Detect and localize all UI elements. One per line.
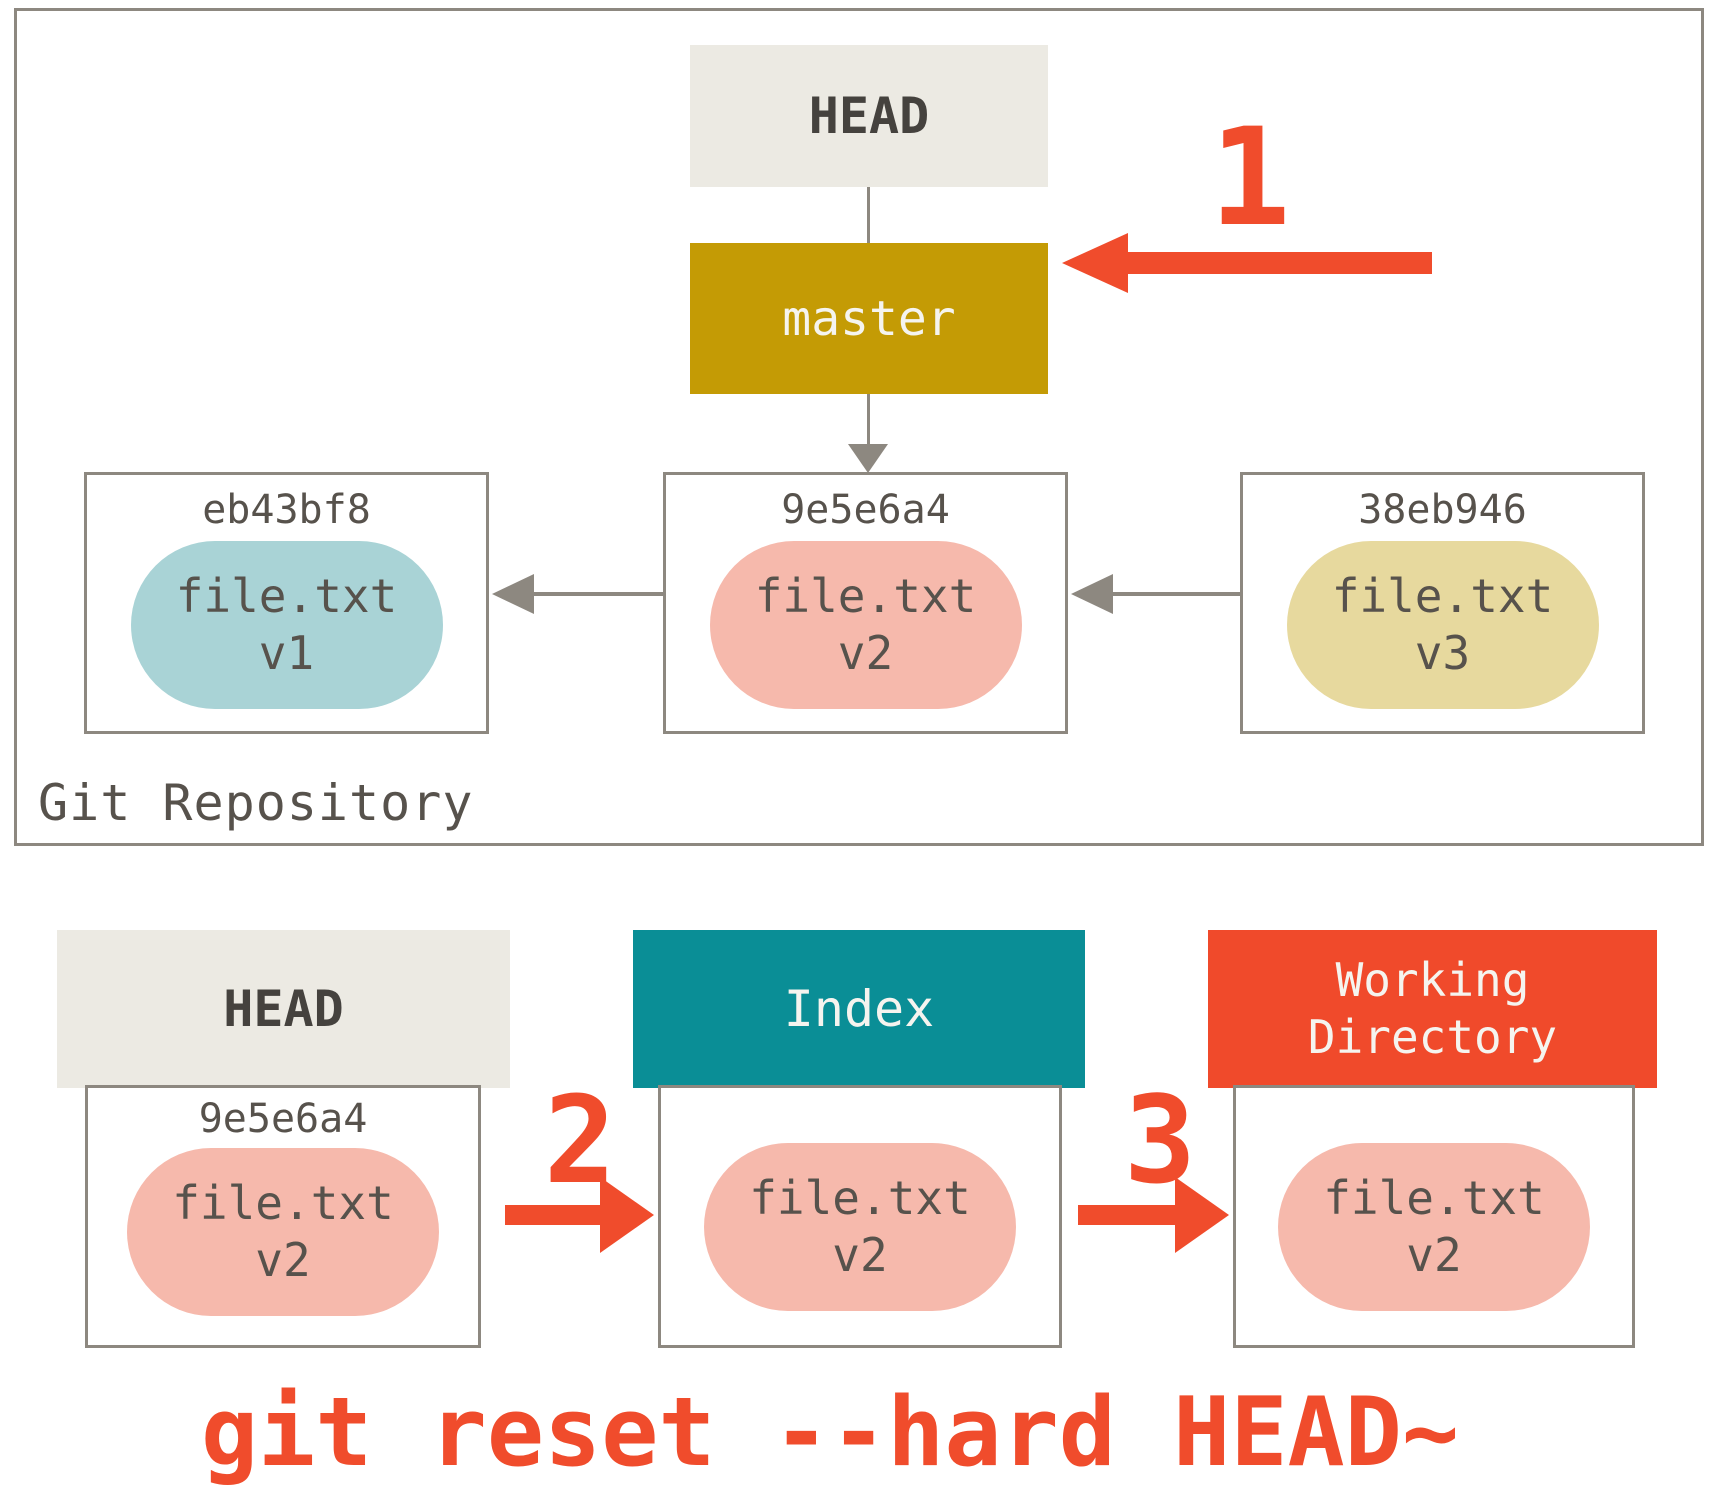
blob-filename: file.txt (175, 569, 398, 623)
workdir-blob-file: file.txt v2 (1278, 1143, 1590, 1311)
working-directory-header: Working Directory (1208, 930, 1657, 1088)
head-area-header: HEAD (57, 930, 510, 1088)
step1-number: 1 (1209, 99, 1291, 256)
commit-hash: eb43bf8 (202, 487, 371, 533)
commit2-to-commit1-arrow-shaft (530, 592, 663, 596)
commit-box-38eb946: 38eb946 file.txt v3 (1240, 472, 1645, 734)
blob-filename: file.txt (172, 1176, 394, 1230)
step3-arrow-shaft (1078, 1205, 1175, 1225)
working-directory-title-line1: Working (1335, 953, 1530, 1007)
commit3-to-commit2-arrow-shaft (1109, 592, 1240, 596)
blob-file-v2: file.txt v2 (709, 541, 1022, 709)
step2-arrow-right-icon (600, 1177, 654, 1253)
commit-hash: 9e5e6a4 (781, 487, 950, 533)
blob-version: v2 (832, 1228, 888, 1282)
working-directory-title-line2: Directory (1307, 1010, 1558, 1064)
blob-filename: file.txt (749, 1171, 971, 1225)
head-blob-file: file.txt v2 (127, 1148, 439, 1316)
blob-version: v2 (1406, 1228, 1462, 1282)
master-to-commit-arrow-head-icon (848, 444, 888, 473)
head-area-content-box: 9e5e6a4 file.txt v2 (85, 1085, 481, 1348)
blob-version: v2 (255, 1233, 311, 1287)
blob-file-v3: file.txt v3 (1286, 541, 1599, 709)
working-directory-content-box: file.txt v2 (1233, 1085, 1635, 1348)
commit-box-eb43bf8: eb43bf8 file.txt v1 (84, 472, 489, 734)
head-ref-label: HEAD (808, 87, 930, 145)
master-branch-label: master (782, 290, 956, 347)
master-branch-box: master (690, 243, 1048, 394)
blob-version: v1 (258, 626, 315, 680)
head-area-title: HEAD (223, 980, 344, 1038)
index-area-title: Index (783, 980, 935, 1038)
step1-arrow-left-icon (1062, 233, 1128, 293)
blob-filename: file.txt (754, 569, 977, 623)
step3-number: 3 (1123, 1072, 1197, 1211)
blob-file-v1: file.txt v1 (130, 541, 443, 709)
blob-filename: file.txt (1331, 569, 1554, 623)
head-commit-hash: 9e5e6a4 (198, 1096, 368, 1142)
git-command-caption: git reset --hard HEAD~ (200, 1378, 1460, 1488)
commit2-to-commit1-arrow-left-icon (492, 574, 534, 614)
index-blob-file: file.txt v2 (704, 1143, 1016, 1311)
git-repository-label: Git Repository (38, 774, 474, 832)
index-area-header: Index (633, 930, 1085, 1088)
commit3-to-commit2-arrow-left-icon (1071, 574, 1113, 614)
step2-number: 2 (543, 1072, 617, 1211)
step1-arrow-shaft (1126, 252, 1432, 274)
head-ref-box: HEAD (690, 45, 1048, 187)
blob-filename: file.txt (1323, 1171, 1545, 1225)
master-to-commit-arrow-shaft (867, 394, 870, 446)
blob-version: v2 (837, 626, 894, 680)
blob-version: v3 (1414, 626, 1471, 680)
step3-arrow-right-icon (1175, 1177, 1229, 1253)
head-to-master-connector (867, 187, 870, 243)
index-area-content-box: file.txt v2 (658, 1085, 1062, 1348)
commit-hash: 38eb946 (1358, 487, 1527, 533)
commit-box-9e5e6a4: 9e5e6a4 file.txt v2 (663, 472, 1068, 734)
step2-arrow-shaft (505, 1205, 600, 1225)
